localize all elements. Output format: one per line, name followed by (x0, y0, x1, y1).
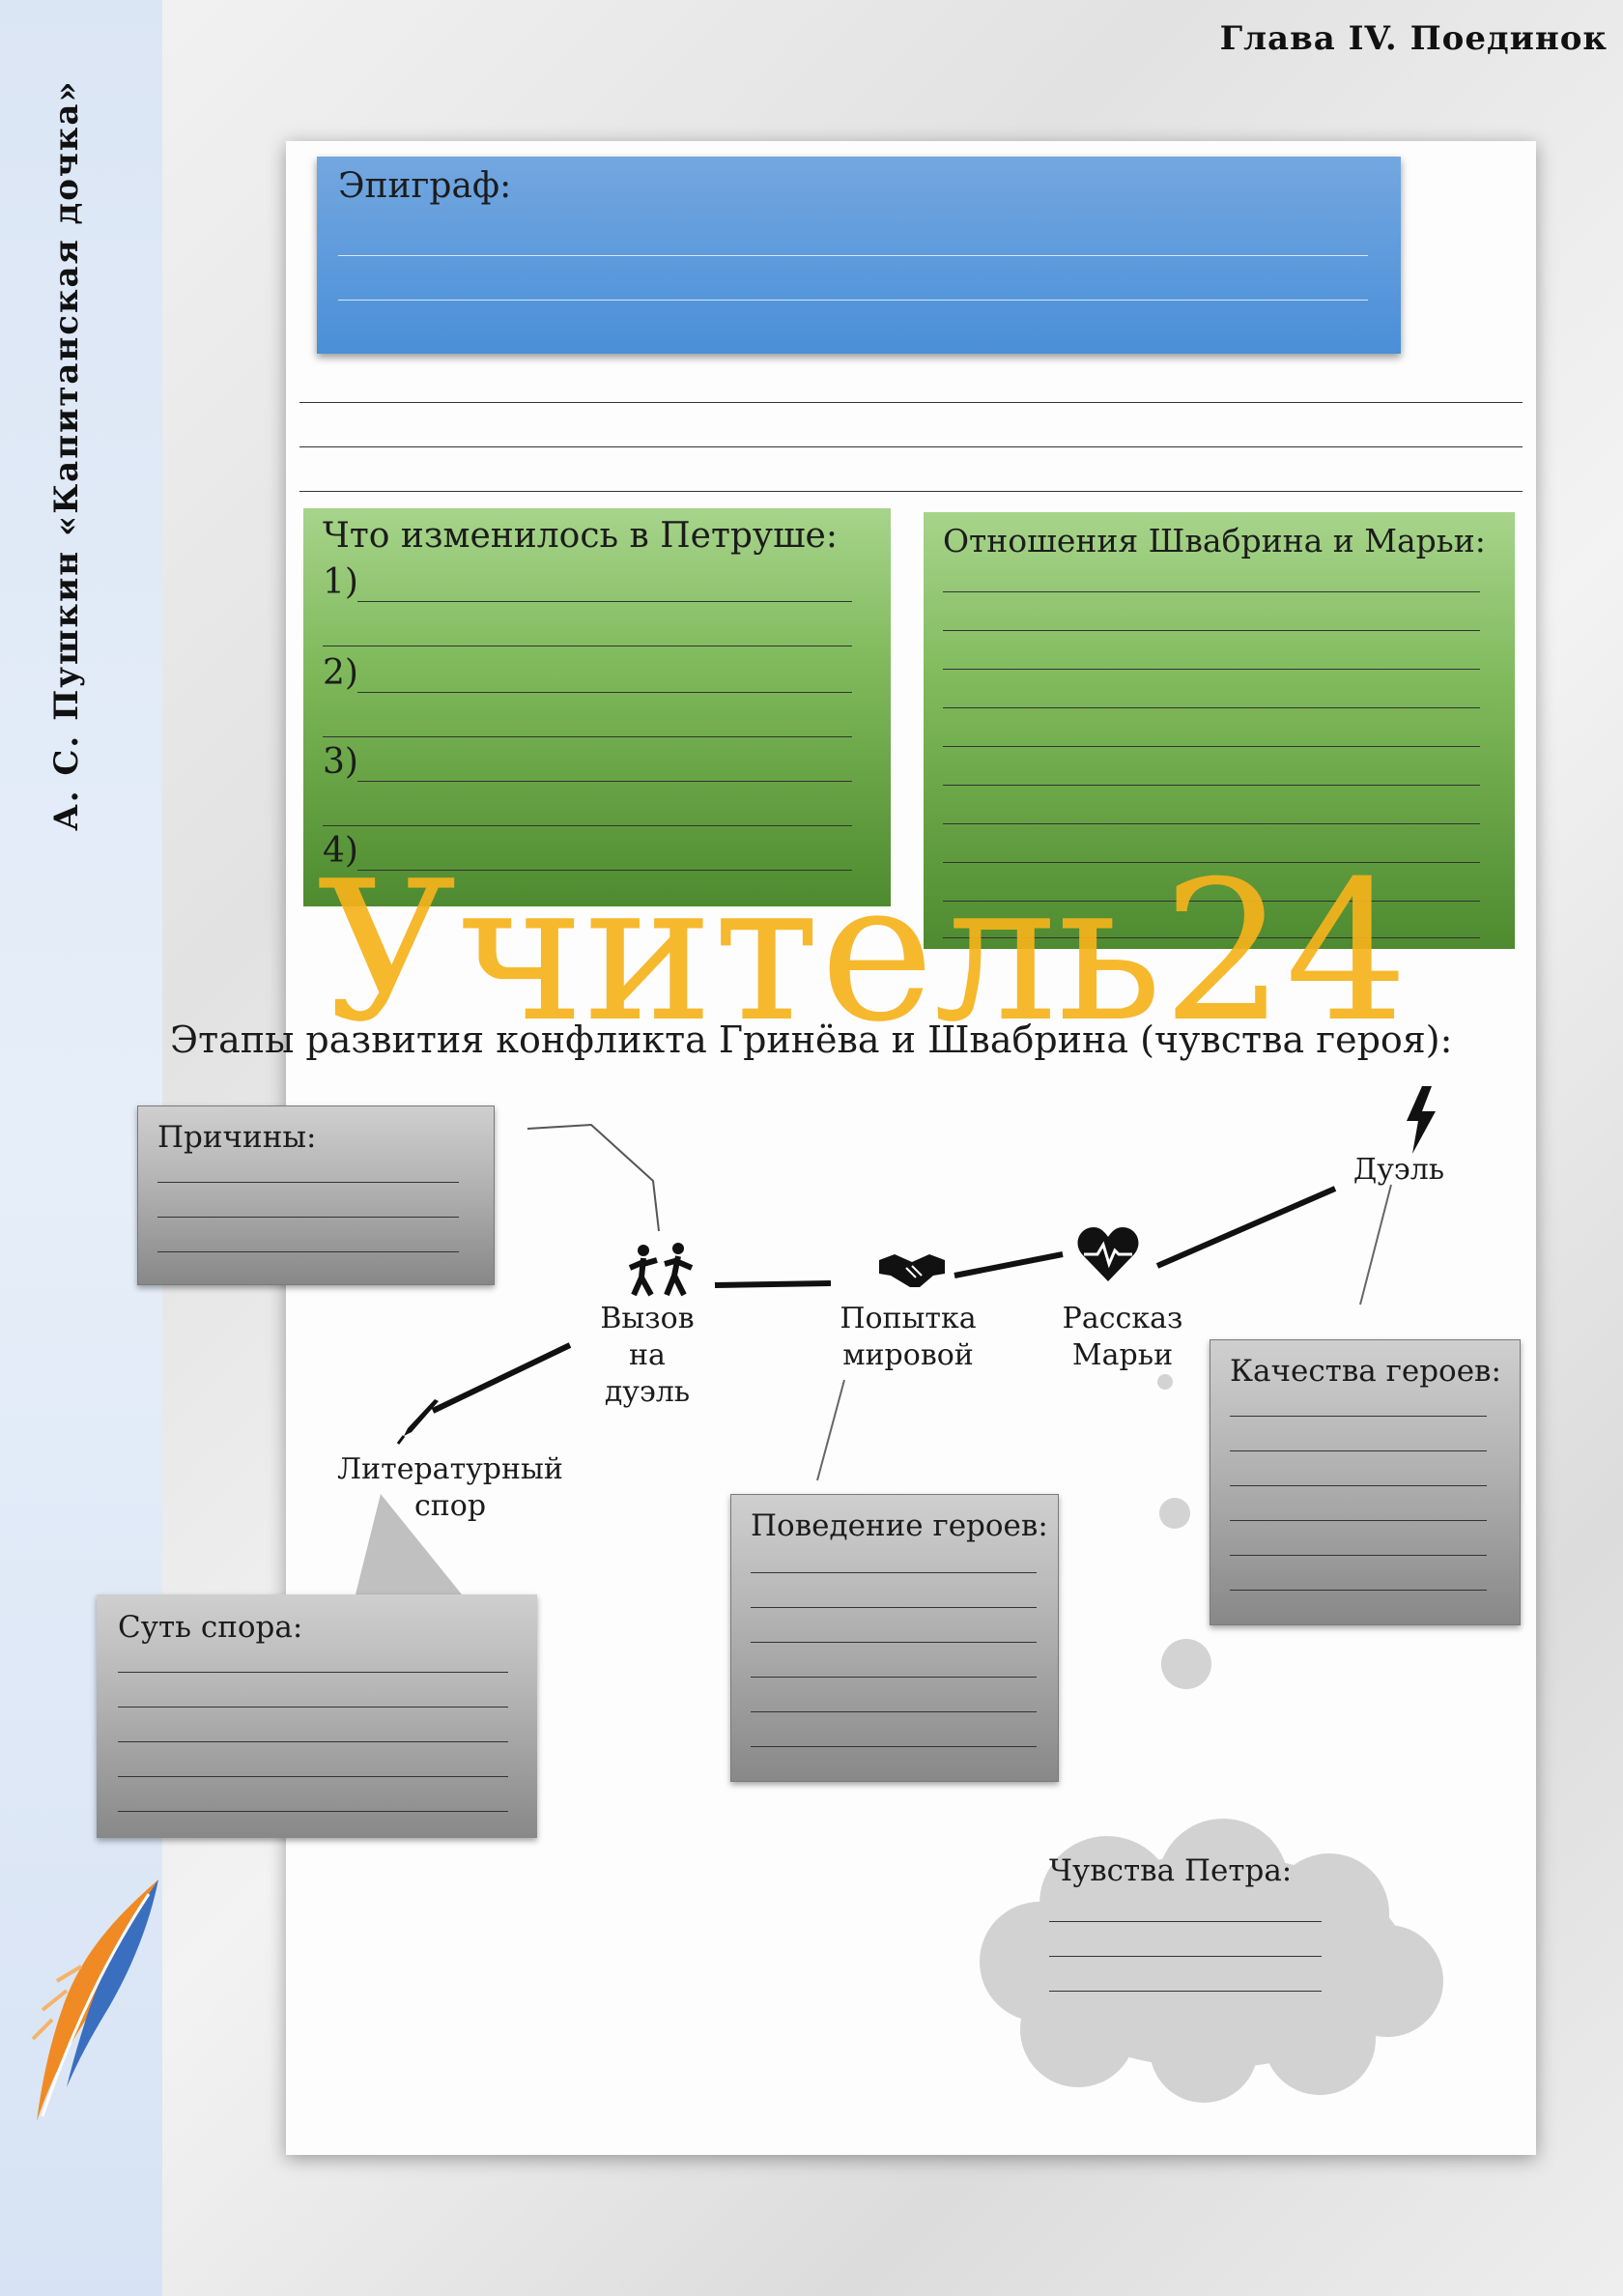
heartbeat-icon (1077, 1227, 1139, 1281)
reasons-box: Причины: (137, 1105, 495, 1285)
stage-duel: Дуэль (1352, 1153, 1445, 1187)
answer-line[interactable] (1230, 1485, 1487, 1486)
answer-line[interactable] (751, 1711, 1037, 1712)
answer-line[interactable] (943, 669, 1480, 670)
answer-line[interactable] (1230, 1520, 1487, 1521)
answer-line[interactable] (157, 1251, 459, 1252)
answer-line[interactable] (299, 402, 1523, 403)
answer-line[interactable] (1230, 1416, 1487, 1417)
stage-reconciliation-attempt: Попытка мировой (840, 1302, 977, 1372)
answer-line[interactable] (323, 736, 852, 737)
answer-line[interactable] (1049, 1956, 1322, 1957)
answer-line[interactable] (751, 1677, 1037, 1678)
lightning-icon (1407, 1086, 1436, 1154)
epigraph-line[interactable] (338, 300, 1368, 301)
answer-line[interactable] (1230, 1555, 1487, 1556)
behavior-label: Поведение героев: (751, 1508, 1048, 1543)
answer-line[interactable] (943, 785, 1480, 786)
answer-line[interactable] (751, 1642, 1037, 1643)
changes-label: Что изменилось в Петруше: (323, 516, 838, 556)
answer-line[interactable] (323, 825, 852, 826)
answer-line[interactable] (943, 901, 1480, 902)
feelings-cloud (980, 1819, 1443, 2103)
answer-line[interactable] (1049, 1991, 1322, 1992)
stage-challenge: Вызов на дуэль (600, 1302, 695, 1409)
answer-line[interactable] (1049, 1921, 1322, 1922)
watermark: Учитель24 (317, 840, 1409, 1065)
answer-line[interactable] (299, 446, 1523, 447)
answer-line[interactable] (943, 746, 1480, 747)
answer-line[interactable] (1230, 1450, 1487, 1451)
answer-line[interactable] (157, 1182, 459, 1183)
answer-line[interactable] (943, 591, 1480, 592)
stage-literary-dispute: Литературный спор (337, 1452, 563, 1523)
stage-marya-story: Рассказ Марьи (1062, 1302, 1183, 1372)
answer-line[interactable] (751, 1607, 1037, 1608)
answer-line[interactable] (943, 630, 1480, 631)
relations-label: Отношения Швабрина и Марьи: (943, 522, 1486, 560)
qualities-label: Качества героев: (1230, 1354, 1501, 1389)
answer-line[interactable] (943, 823, 1480, 824)
answer-line[interactable] (357, 692, 852, 693)
answer-line[interactable] (943, 862, 1480, 863)
pen-icon (396, 1399, 439, 1445)
epigraph-box: Эпиграф: (317, 157, 1401, 354)
fighting-people-icon (628, 1243, 694, 1297)
reasons-label: Причины: (157, 1120, 317, 1155)
feather-logo-icon (31, 1880, 158, 2121)
qualities-box: Качества героев: (1210, 1339, 1521, 1625)
changes-item-number: 1) (323, 562, 358, 602)
answer-line[interactable] (357, 601, 852, 602)
answer-line[interactable] (357, 781, 852, 782)
dispute-box: Суть спора: (97, 1594, 537, 1838)
behavior-box: Поведение героев: (730, 1494, 1059, 1782)
changes-item-number: 3) (323, 742, 358, 782)
answer-line[interactable] (118, 1672, 508, 1673)
changes-box: Что изменилось в Петруше: 1) 2) 3) 4) (303, 508, 891, 906)
stages-title: Этапы развития конфликта Гринёва и Швабр… (170, 1019, 1453, 1061)
answer-line[interactable] (943, 937, 1480, 938)
handshake-icon (879, 1254, 945, 1287)
answer-line[interactable] (157, 1217, 459, 1218)
answer-line[interactable] (751, 1746, 1037, 1747)
changes-item-number: 4) (323, 831, 358, 871)
relations-box: Отношения Швабрина и Марьи: (924, 512, 1515, 949)
epigraph-line[interactable] (338, 255, 1368, 256)
answer-line[interactable] (118, 1776, 508, 1777)
changes-item-number: 2) (323, 653, 358, 693)
epigraph-label: Эпиграф: (338, 166, 512, 206)
answer-line[interactable] (943, 707, 1480, 708)
dispute-callout-pointer (356, 1494, 462, 1594)
answer-line[interactable] (357, 870, 852, 871)
answer-line[interactable] (118, 1741, 508, 1742)
answer-line[interactable] (299, 491, 1523, 492)
answer-line[interactable] (118, 1811, 508, 1812)
chapter-title: Глава IV. Поединок (1219, 19, 1608, 58)
feelings-label: Чувства Петра: (1049, 1853, 1293, 1888)
answer-line[interactable] (118, 1707, 508, 1708)
answer-line[interactable] (751, 1572, 1037, 1573)
dispute-label: Суть спора: (118, 1610, 303, 1645)
answer-line[interactable] (1230, 1590, 1487, 1591)
